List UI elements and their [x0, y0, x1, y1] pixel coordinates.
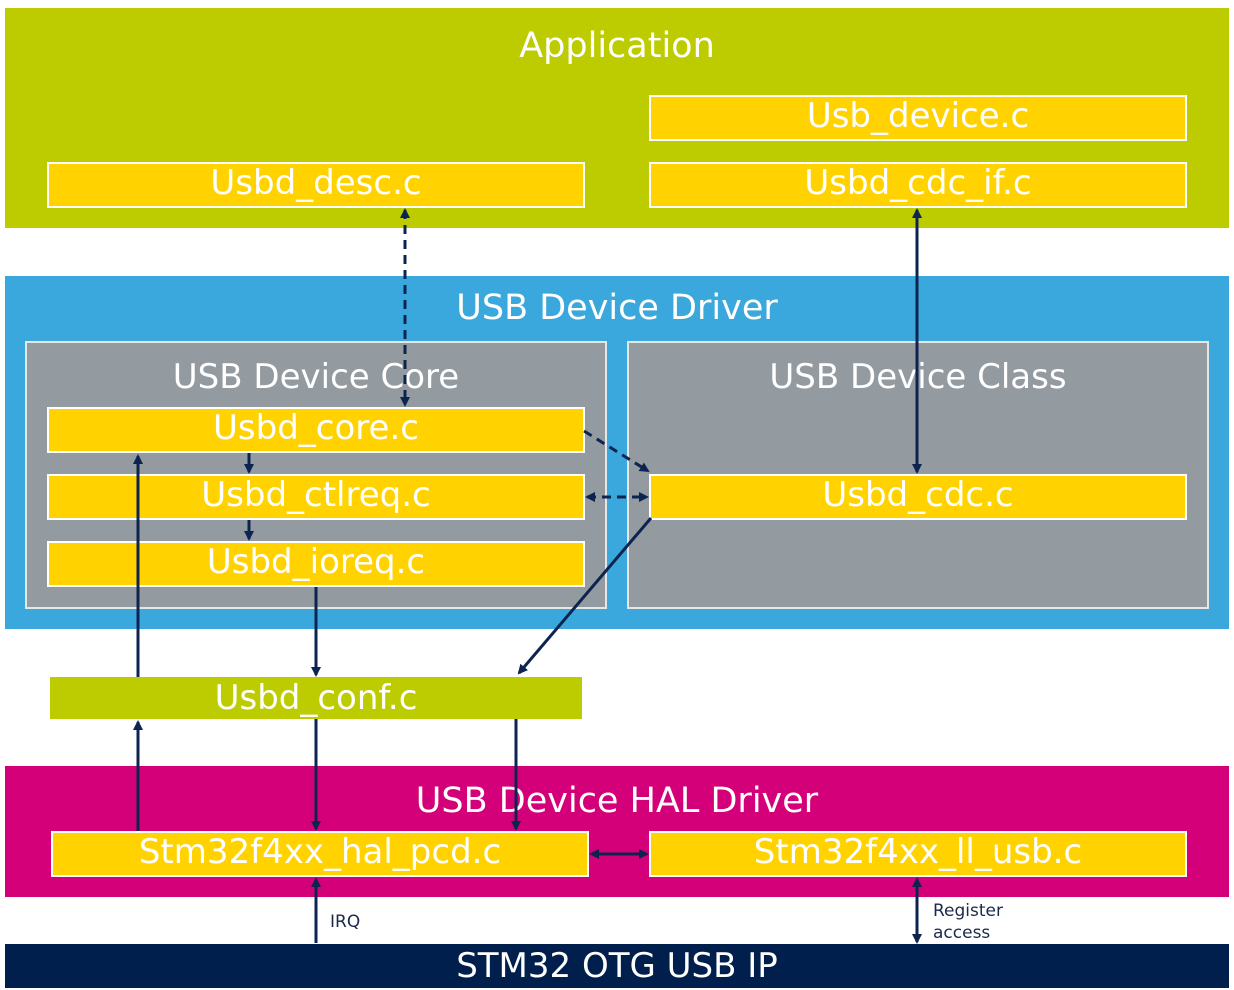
file-ll-usb[interactable]: Stm32f4xx_ll_usb.c: [649, 831, 1187, 877]
file-usbd-conf[interactable]: Usbd_conf.c: [50, 677, 582, 719]
file-usbd-desc[interactable]: Usbd_desc.c: [47, 162, 585, 208]
irq-label: IRQ: [330, 912, 361, 932]
application-title: Application: [519, 26, 715, 66]
file-usb-device[interactable]: Usb_device.c: [649, 95, 1187, 141]
arrow-core-cdc: [583, 429, 650, 473]
file-usbd-core[interactable]: Usbd_core.c: [47, 407, 585, 453]
file-usbd-cdc-if[interactable]: Usbd_cdc_if.c: [649, 162, 1187, 208]
file-usbd-cdc[interactable]: Usbd_cdc.c: [649, 474, 1187, 520]
register-label-line1: Register: [933, 901, 1003, 921]
arrow-cdc-conf: [517, 517, 653, 675]
hal-driver-title: USB Device HAL Driver: [415, 781, 819, 821]
register-label-line2: access: [933, 923, 991, 943]
device-driver-title: USB Device Driver: [456, 288, 778, 328]
otg-usb-ip-bar: STM32 OTG USB IP: [5, 944, 1229, 988]
file-hal-pcd[interactable]: Stm32f4xx_hal_pcd.c: [51, 831, 589, 877]
device-core-title: USB Device Core: [172, 357, 460, 397]
